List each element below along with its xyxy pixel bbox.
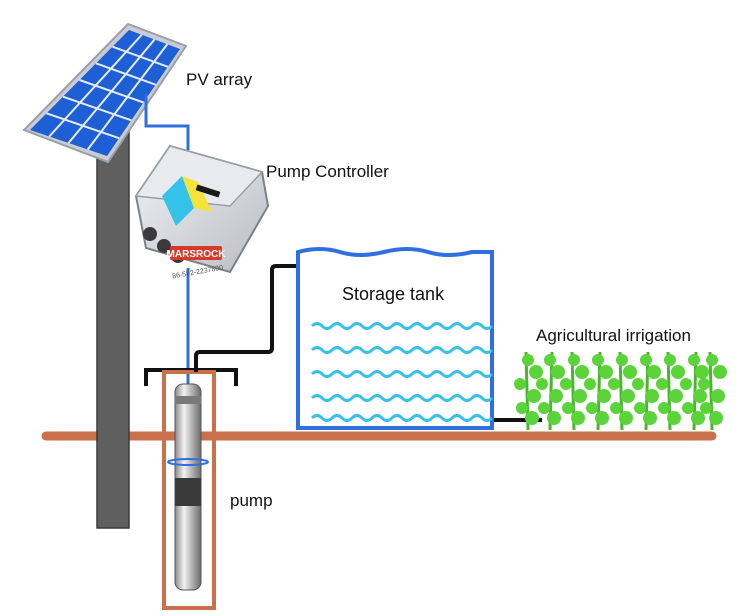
controller-phone: 86-592-2237800 xyxy=(172,265,224,281)
plant xyxy=(560,351,589,431)
label-pv-array: PV array xyxy=(186,70,253,89)
solar-panel-icon xyxy=(22,22,188,164)
label-storage-tank: Storage tank xyxy=(342,284,445,304)
water-wave xyxy=(310,346,494,354)
wire-pv-to-controller xyxy=(144,94,190,150)
plant xyxy=(536,351,565,431)
pole xyxy=(96,131,130,529)
plant xyxy=(608,351,637,431)
plant xyxy=(698,351,727,431)
label-pump-controller: Pump Controller xyxy=(266,162,389,181)
pipe-pump-to-tank xyxy=(194,264,326,372)
controller-brand: MARSROCK xyxy=(167,249,227,260)
pump-controller-icon: MARSROCK 86-592-2237800 xyxy=(134,144,270,281)
well-casing xyxy=(144,368,238,610)
label-pump: pump xyxy=(230,491,273,510)
plant xyxy=(680,351,709,431)
water-wave xyxy=(310,414,494,422)
submersible-pump-icon xyxy=(167,383,209,591)
plant xyxy=(656,351,685,431)
plant xyxy=(632,351,661,431)
label-agricultural-irrigation: Agricultural irrigation xyxy=(536,326,691,345)
plant xyxy=(514,351,543,431)
storage-tank xyxy=(296,247,494,430)
water-wave xyxy=(310,322,494,330)
plants-icon xyxy=(514,351,727,431)
water-wave xyxy=(310,394,494,402)
water-wave xyxy=(310,370,494,378)
plant xyxy=(584,351,613,431)
